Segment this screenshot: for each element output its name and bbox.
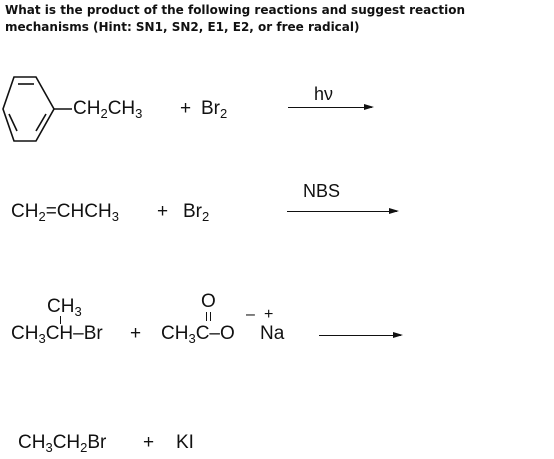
reaction4-substrate: CH3CH2Br bbox=[18, 432, 107, 455]
reaction3-plus: + bbox=[130, 323, 142, 344]
reaction3-branch-bond bbox=[60, 316, 61, 324]
reaction4-plus: + bbox=[143, 432, 155, 453]
reaction2-plus: + bbox=[157, 201, 169, 222]
reaction1-arrow bbox=[288, 104, 374, 110]
reaction1-condition: hν bbox=[314, 84, 334, 104]
reaction3-carbonyl-bond-a bbox=[206, 312, 207, 321]
reaction2-reagent: Br2 bbox=[183, 201, 210, 224]
reaction1-plus: + bbox=[180, 98, 192, 119]
reaction3-sodium: Na bbox=[260, 323, 285, 344]
reaction3-carbonyl-bond-b bbox=[210, 312, 211, 321]
reaction4-reagent: KI bbox=[176, 432, 194, 453]
reaction2-substrate: CH2=CHCH3 bbox=[11, 201, 119, 224]
reaction3-positive-charge: + bbox=[264, 306, 274, 323]
reaction3-substrate: CH3CH–Br bbox=[11, 323, 103, 346]
benzene-ring-icon bbox=[2, 76, 72, 142]
reaction2-arrow bbox=[287, 208, 399, 214]
reaction3-methyl-branch: CH3 bbox=[47, 296, 82, 319]
reaction3-acetate: CH3C–O bbox=[161, 323, 235, 346]
reaction3-negative-charge: – bbox=[246, 306, 255, 323]
reaction1-reagent: Br2 bbox=[201, 98, 228, 121]
reaction3-arrow bbox=[319, 332, 403, 338]
question-text: What is the product of the following rea… bbox=[5, 3, 466, 34]
reaction3-carbonyl-oxygen: O bbox=[201, 291, 216, 312]
reaction1-substrate: CH2CH3 bbox=[73, 98, 143, 121]
reaction2-condition: NBS bbox=[303, 181, 341, 201]
